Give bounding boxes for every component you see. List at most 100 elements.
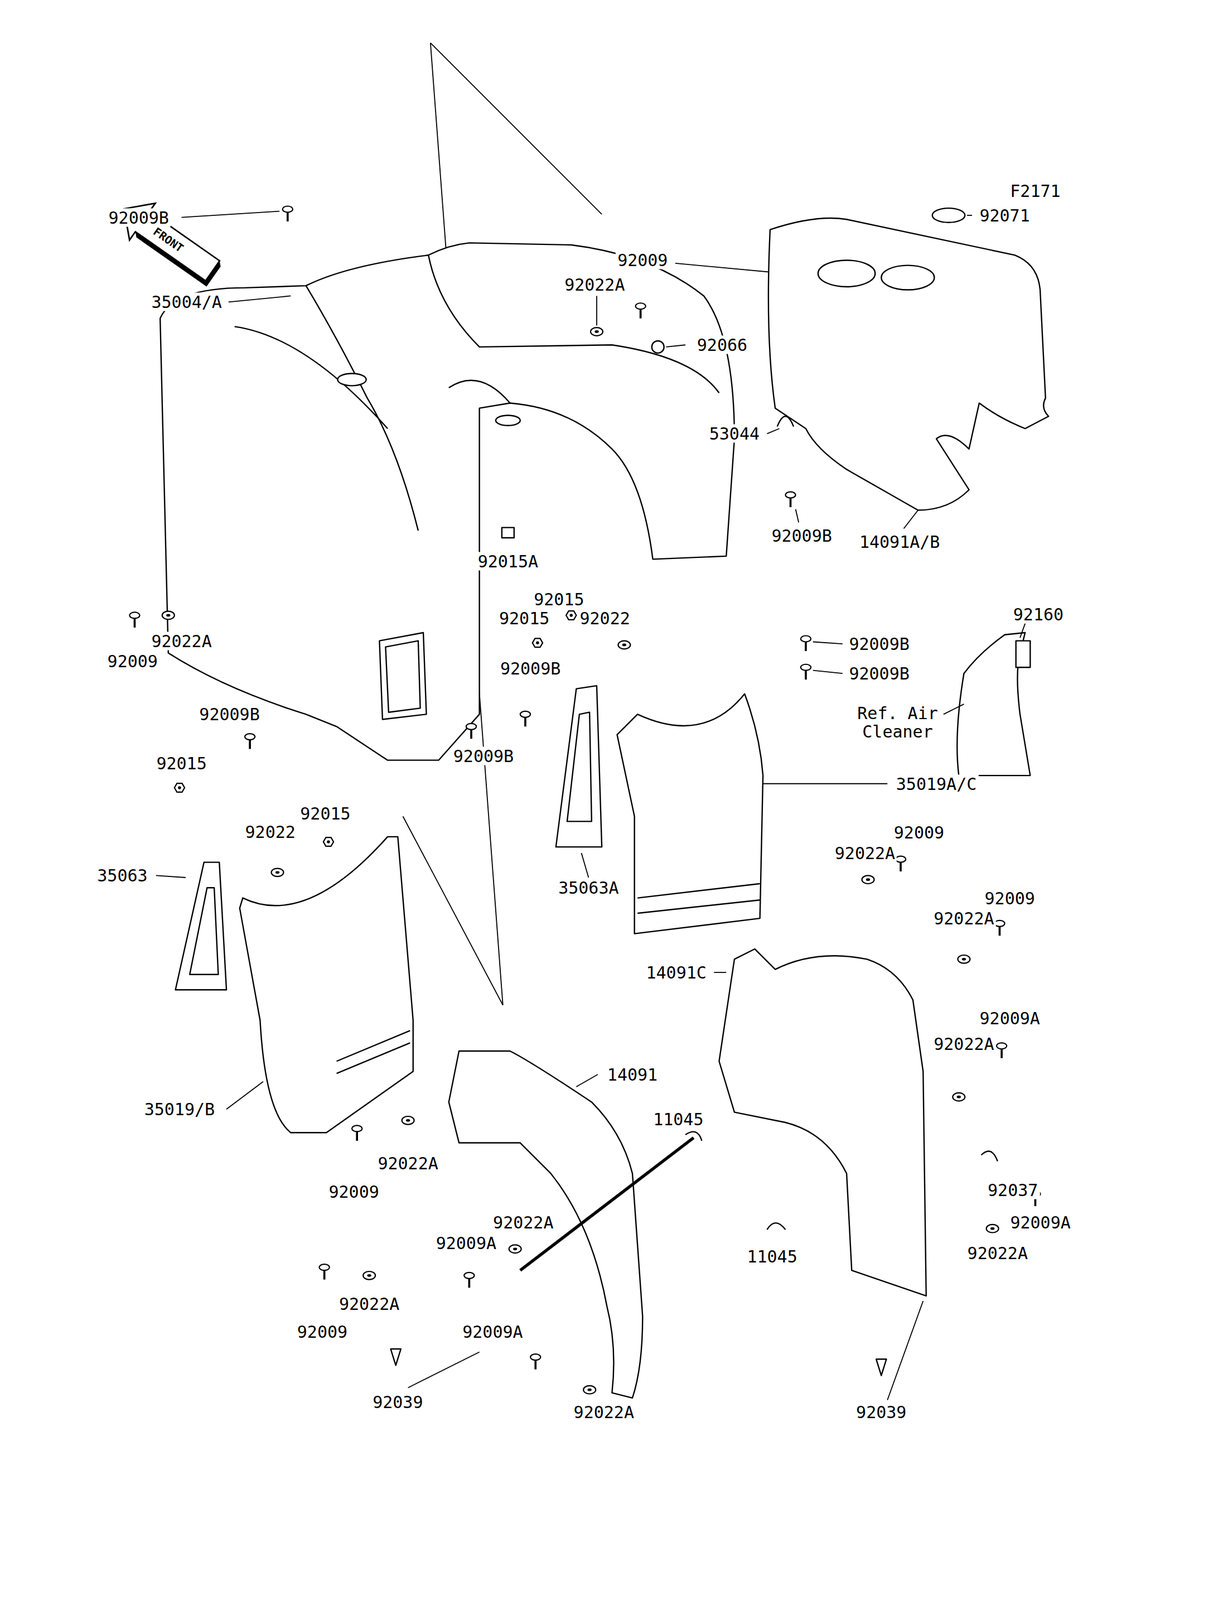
- part-number: 92009A: [978, 1008, 1042, 1028]
- part-number: 53044: [707, 424, 762, 443]
- part-number: 14091C: [644, 963, 708, 982]
- leader-lines: [156, 211, 1026, 1400]
- part-number: 92009B: [197, 704, 261, 724]
- part-number: 35063: [95, 866, 149, 885]
- part-number: 14091A/B: [857, 532, 942, 551]
- leader-line: [408, 1351, 480, 1388]
- mud-flap: [617, 693, 764, 934]
- leader-line: [766, 428, 780, 434]
- nut: [174, 782, 185, 792]
- mud-flap-strip: [336, 1030, 411, 1073]
- nut: [566, 610, 577, 620]
- tank-cover: [768, 218, 1049, 511]
- air-cleaner-ref: [956, 632, 1031, 776]
- part-number: 92022A: [965, 1243, 1030, 1263]
- part-number: 92022A: [375, 1153, 440, 1173]
- washer: [583, 1385, 596, 1394]
- part-number: 92009A: [1008, 1212, 1072, 1232]
- screw: [635, 302, 646, 318]
- fender-hole: [337, 373, 366, 386]
- part-number: 92015: [497, 608, 551, 628]
- part-number: 92022A: [833, 843, 897, 863]
- guide-line: [430, 42, 602, 215]
- screw: [996, 1042, 1007, 1058]
- part-number: 92015A: [476, 551, 540, 570]
- fender-vent: [379, 632, 427, 719]
- part-number: 92022A: [337, 1294, 401, 1313]
- screw: [994, 920, 1005, 936]
- part-number: 92022A: [931, 1034, 996, 1053]
- part-number: 92022A: [491, 1212, 555, 1232]
- bracket: [175, 862, 227, 990]
- rivet: [390, 1348, 887, 1376]
- screw: [800, 635, 811, 651]
- leader-line: [576, 1074, 598, 1087]
- screw: [895, 856, 906, 872]
- screw: [800, 664, 811, 680]
- part-number: 92160: [1011, 605, 1066, 624]
- reference-note: Ref. Air Cleaner: [853, 703, 942, 741]
- part-number: 92022A: [931, 909, 996, 928]
- front-arrow: [110, 190, 229, 292]
- fasteners: [129, 206, 1041, 1394]
- part-number: 92009: [295, 1321, 350, 1341]
- fender-detail: [234, 254, 720, 531]
- side-cover: [718, 948, 926, 1296]
- part-number: 35004/A: [149, 292, 224, 312]
- fender-hole: [495, 414, 521, 425]
- part-number: 11045: [745, 1246, 799, 1265]
- part-number: 35019/B: [142, 1099, 217, 1119]
- washer: [271, 868, 284, 877]
- clip: [685, 1131, 998, 1230]
- part-number: 92009B: [498, 659, 563, 678]
- screw: [466, 723, 477, 739]
- part-number: 92022: [243, 822, 298, 841]
- part-number: 92015: [532, 589, 586, 608]
- leader-line: [596, 295, 598, 326]
- washer: [162, 611, 175, 620]
- leader-line: [1020, 623, 1026, 638]
- screw: [282, 206, 293, 222]
- fender-vent-inner: [385, 640, 420, 713]
- leader-line: [813, 641, 843, 645]
- part-number: 92022: [577, 608, 632, 628]
- washer: [402, 1115, 415, 1125]
- part-number: 92009: [892, 823, 946, 842]
- leader-line: [887, 1300, 923, 1400]
- washer: [363, 1270, 376, 1280]
- leader-line: [943, 703, 965, 714]
- part-number: 92071: [977, 205, 1032, 225]
- part-number: 35019A/C: [894, 774, 979, 793]
- part-number: 11045: [651, 1109, 705, 1129]
- screw: [785, 491, 796, 507]
- screw: [530, 1353, 541, 1369]
- leader-line: [967, 214, 973, 216]
- part-number: 92037: [985, 1180, 1040, 1199]
- screw: [244, 733, 255, 749]
- washer: [617, 640, 631, 650]
- screw: [318, 1263, 330, 1279]
- guide-line: [402, 815, 503, 1005]
- mud-flap-strip: [637, 883, 760, 913]
- part-number: 92009B: [847, 664, 911, 683]
- bracket-slot: [567, 712, 592, 822]
- figure-number: F2171: [1008, 181, 1062, 201]
- part-number: 92009: [615, 250, 670, 270]
- tank-opening: [818, 259, 876, 287]
- leader-line: [795, 509, 799, 523]
- leader-line: [665, 344, 686, 347]
- part-number: 92015: [154, 753, 209, 773]
- part-number: 92009B: [451, 746, 516, 766]
- tank-opening: [881, 265, 935, 290]
- part-number: 92022A: [572, 1402, 636, 1421]
- pad: [1016, 640, 1031, 668]
- screw: [351, 1124, 362, 1140]
- washer: [590, 327, 603, 336]
- leader-line: [813, 670, 843, 674]
- part-number: 92009B: [107, 208, 171, 227]
- part-number: 92009A: [460, 1321, 525, 1341]
- part-number: 14091: [605, 1064, 660, 1084]
- leader-line: [762, 782, 888, 785]
- leader-line: [713, 971, 727, 973]
- rear-fender: [160, 242, 735, 760]
